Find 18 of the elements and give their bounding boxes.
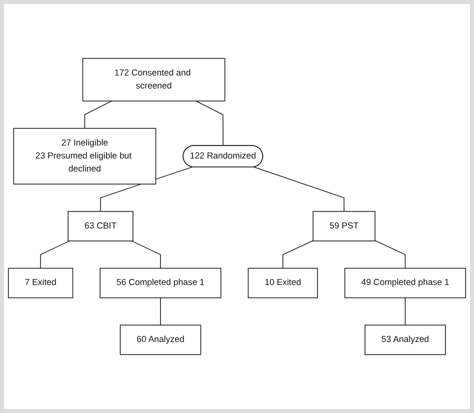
node-box: 60 Analyzed [120,324,202,356]
node-box: 10 Exited [248,268,318,298]
connector [404,297,406,326]
connector [282,240,314,269]
node-box: 56 Completed phase 1 [100,268,222,298]
connector [254,166,344,212]
node-box: 27 Ineligible 23 Presumed eligible but declined [13,128,156,184]
node-box: 63 CBIT [68,211,134,242]
connector [374,240,406,269]
node-box: 49 Completed phase 1 [344,268,466,298]
node-box: 172 Consented and screened [82,58,226,102]
node-box: 59 PST [312,211,376,242]
connector [131,240,161,269]
connector [40,240,70,269]
connector [84,100,112,129]
connector [160,297,161,326]
node-box: 7 Exited [8,268,74,298]
node-box: 53 Analyzed [364,324,446,356]
